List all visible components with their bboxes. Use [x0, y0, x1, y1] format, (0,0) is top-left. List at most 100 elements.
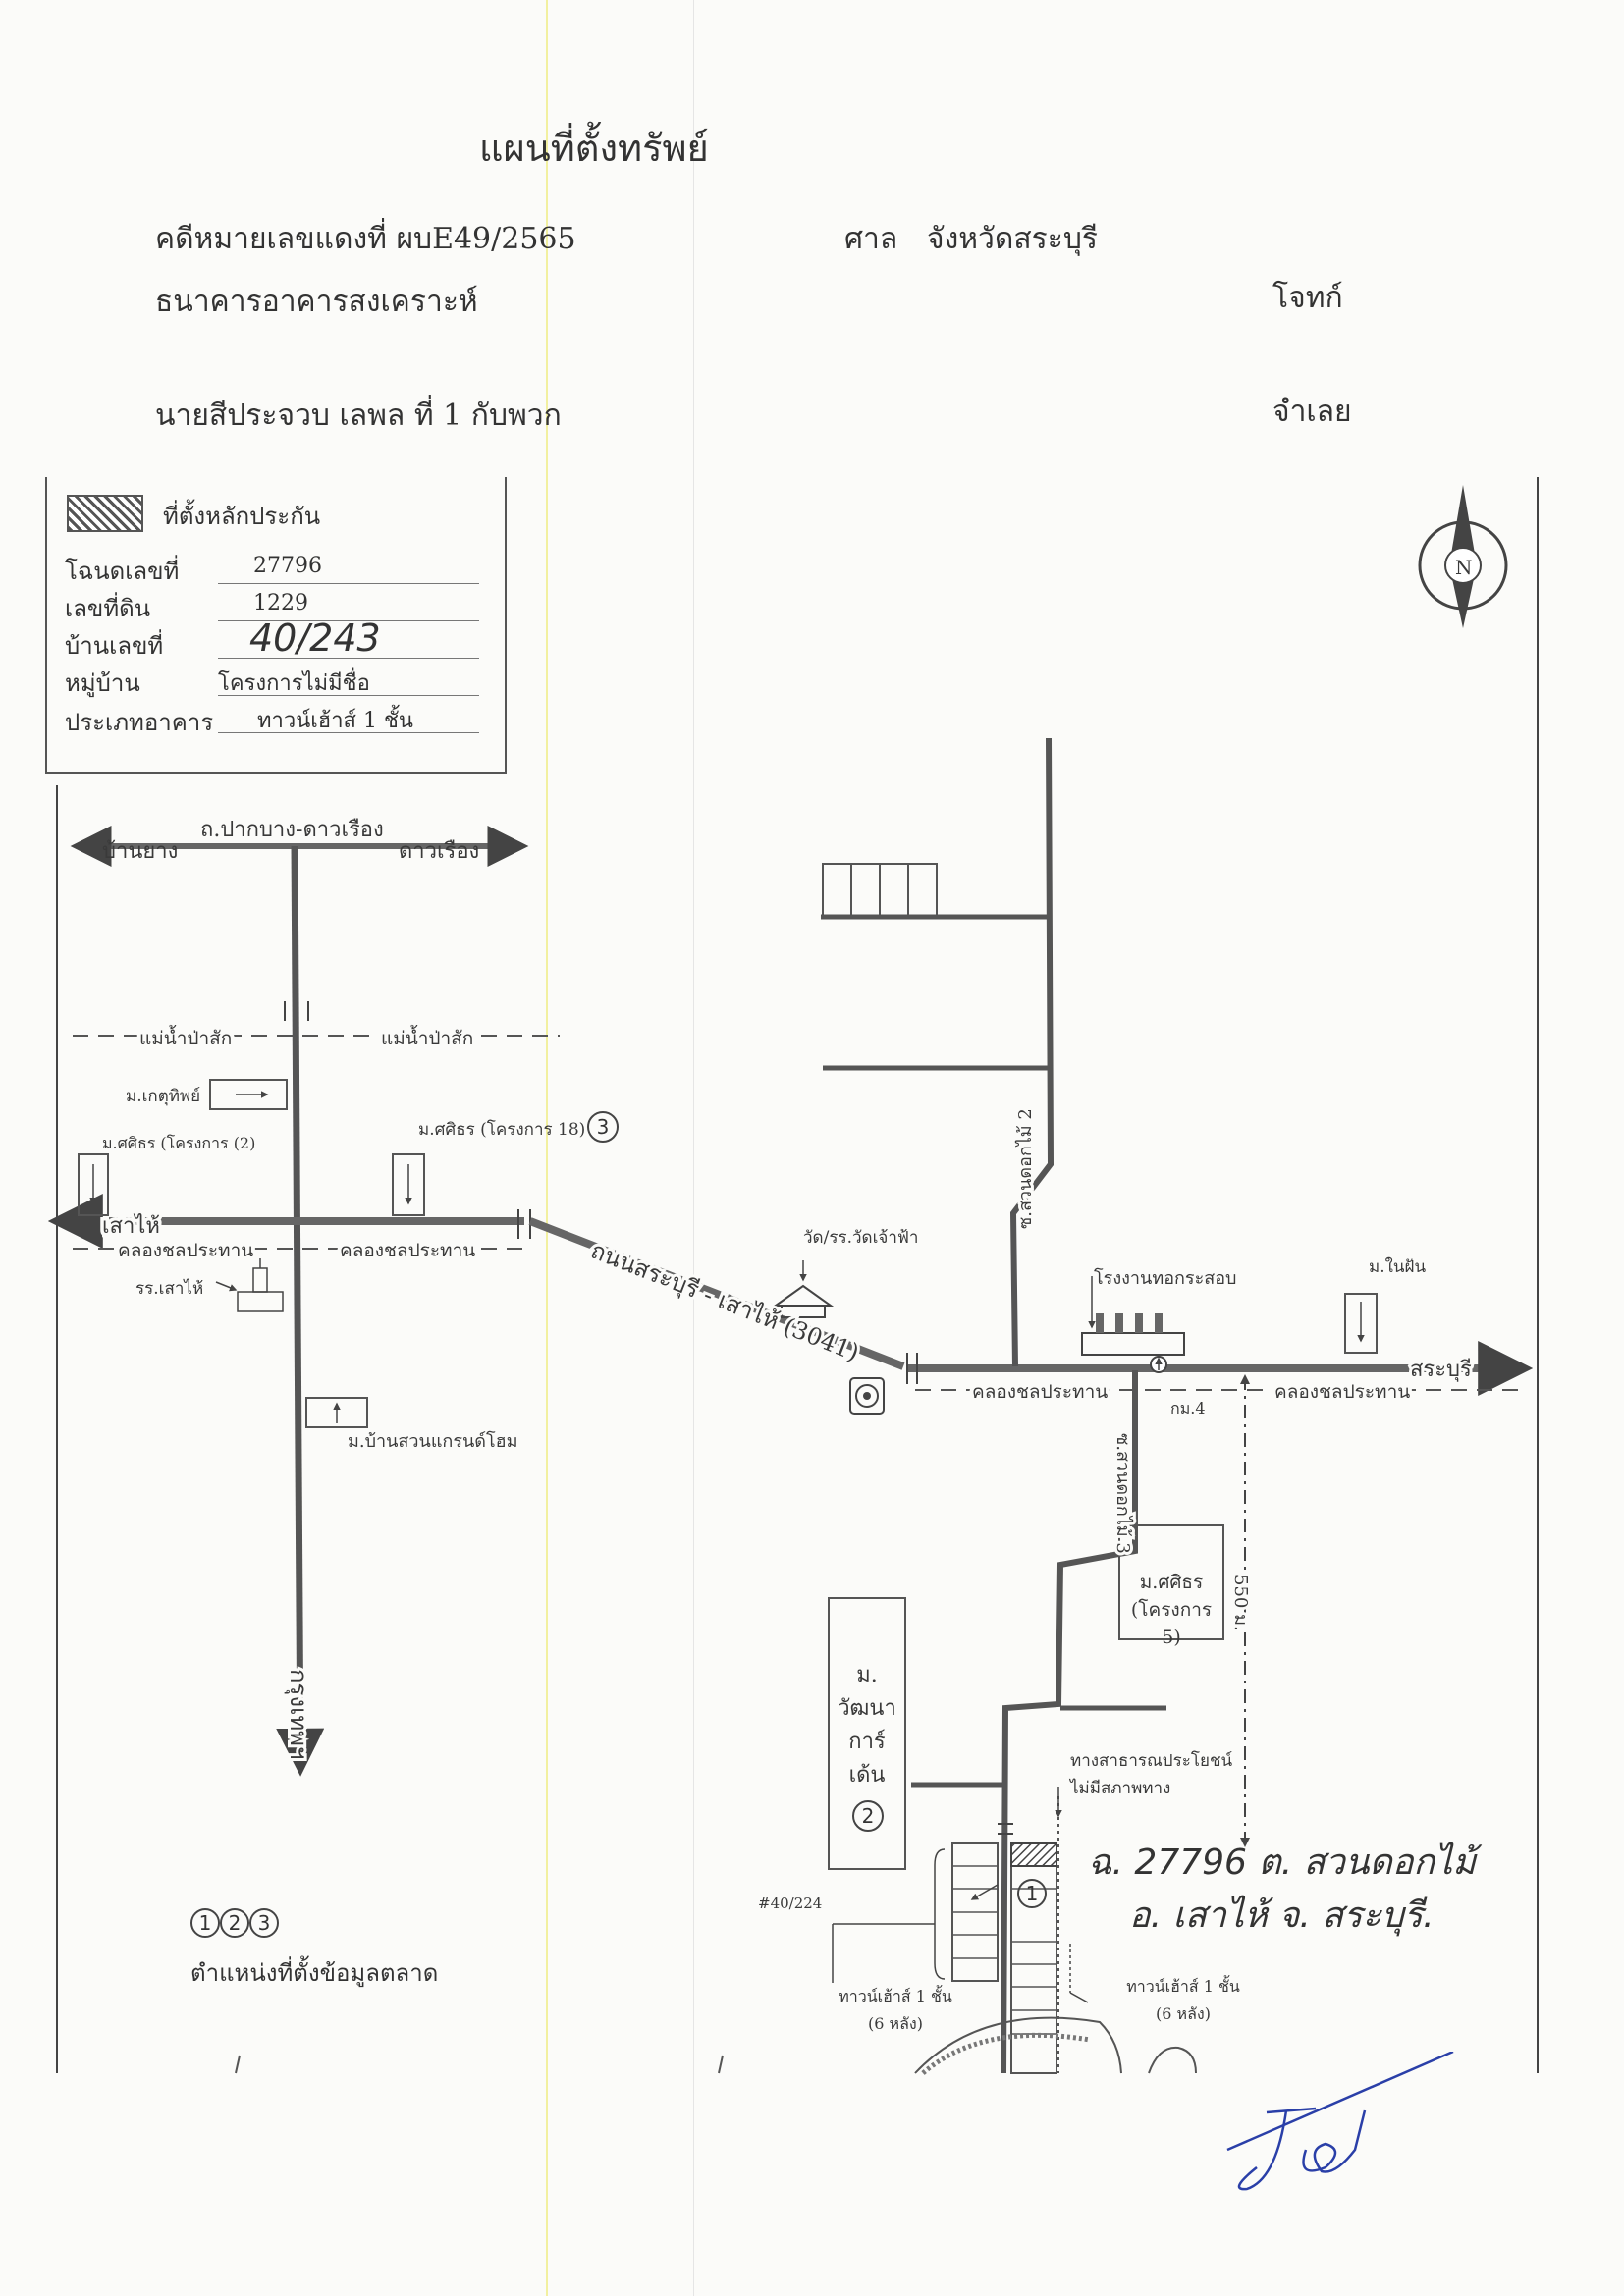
page-title: แผนที่ตั้งทรัพย์	[479, 127, 709, 170]
pointer-line	[1069, 1992, 1089, 2003]
label-m-ketthip: ม.เกตุทิพย์	[126, 1087, 200, 1106]
case-number: คดีหมายเลขแดงที่ ผบE49/2565	[155, 222, 576, 256]
plaintiff-name: ธนาคารอาคารสงเคราะห์	[155, 285, 478, 319]
marker-2-watthana: 2	[852, 1800, 884, 1832]
road-curve	[914, 2016, 1122, 2074]
market-caption: ตำแหน่งที่ตั้งข้อมูลตลาด	[190, 1959, 439, 1987]
legend-box	[45, 477, 507, 774]
road-curve	[921, 2032, 1091, 2075]
m-sasithorn-18-box	[392, 1153, 425, 1216]
label-km4: กม.4	[1170, 1399, 1206, 1417]
label-canal-west-1: คลองชลประทาน	[118, 1240, 253, 1261]
label-soi-3: ซ.สวนดอกไม้ 3	[1112, 1433, 1134, 1554]
marker-1-collateral: 1	[1017, 1879, 1047, 1908]
legend-row-value: ทาวน์เฮ้าส์ 1 ชั้น	[257, 709, 413, 733]
bracket-left	[934, 1848, 946, 1980]
km-marker-icon	[1150, 1356, 1167, 1373]
legend-underline	[218, 658, 479, 659]
plaintiff-role: โจทก์	[1272, 281, 1343, 315]
m-ketthip-box	[209, 1079, 288, 1110]
entry-arrow	[215, 1281, 238, 1292]
legend-row-label: ประเภทอาคาร	[65, 709, 214, 736]
legend-row-value-handwritten: 40/243	[249, 616, 381, 660]
marker-2: 2	[852, 1800, 884, 1832]
townhouse-row-left	[951, 1842, 999, 1982]
label-sao-hai: เสาไห้	[102, 1213, 160, 1239]
court-label: ศาล	[844, 222, 898, 256]
label-factory: โรงงานทอกระสอบ	[1094, 1267, 1236, 1289]
defendant-name: นายสีประจวบ เลพล ที่ 1 กับพวก	[155, 399, 562, 433]
label-soi-2: ซ.สวนดอกไม้ 2	[1014, 1108, 1036, 1229]
label-canal-east-1: คลองชลประทาน	[972, 1381, 1108, 1403]
legend-row-label: โฉนดเลขที่	[65, 558, 180, 585]
north-compass-icon	[1418, 485, 1508, 628]
legend-underline	[218, 732, 479, 733]
m-sasithorn-2-box	[78, 1153, 109, 1216]
label-wat: วัด/รร.วัดเจ้าฟ้า	[803, 1228, 918, 1248]
label-dao-rueang: ดาวเรือง	[399, 839, 479, 864]
m-nai-phan-box	[1344, 1293, 1378, 1354]
road-soi-2	[1009, 737, 1055, 1367]
label-m-nai-phan: ม.ในฝัน	[1369, 1256, 1426, 1277]
label-public-way: ทางสาธารณประโยชน์ ไม่มีสภาพทาง	[1070, 1751, 1233, 1798]
fold-line-yellow	[546, 0, 548, 2296]
legend-underline	[218, 695, 479, 696]
marker-1: 1	[1017, 1879, 1047, 1908]
label-house-no-left: #40/224	[758, 1895, 822, 1912]
label-distance-550: 550 ม.	[1230, 1575, 1251, 1631]
marker-3-sasithorn: 3	[587, 1111, 619, 1143]
marker-3: 3	[587, 1111, 619, 1143]
road-to-bangkok	[276, 845, 325, 1777]
label-pasak-river-left: แม่น้ำป่าสัก	[139, 1025, 232, 1049]
market-marker-3: 3	[249, 1908, 279, 1938]
label-bangkok: กรุงเทพฯ	[284, 1669, 312, 1759]
label-townhouse-left: ทาวน์เฮ้าส์ 1 ชั้น (6 หลัง)	[839, 1987, 952, 2033]
label-road-pakbang: ถ.ปากบาง-ดาวเรือง	[200, 818, 384, 842]
label-ban-yang: บ้านยาง	[102, 839, 178, 864]
legend-row-label: หมู่บ้าน	[65, 669, 140, 697]
compass-letter: N	[1455, 556, 1473, 579]
label-pasak-river-right: แม่น้ำป่าสัก	[381, 1025, 473, 1049]
label-saraburi: สระบุรี	[1410, 1358, 1472, 1382]
defendant-role: จำเลย	[1272, 395, 1352, 429]
cut-mark	[718, 2055, 724, 2074]
legend-row-value: 1229	[253, 591, 308, 615]
handwritten-note-line1: ฉ. 27796 ต. สวนดอกไม้	[1088, 1842, 1477, 1883]
market-markers: 1 2 3	[190, 1908, 279, 1938]
m-sasithorn-5-box	[1118, 1524, 1224, 1640]
collateral-parcel	[1010, 1842, 1057, 1867]
legend-row-label: เลขที่ดิน	[65, 595, 151, 622]
market-marker-2: 2	[220, 1908, 249, 1938]
factory-icon	[1081, 1276, 1185, 1356]
cut-mark	[235, 2055, 241, 2074]
label-canal-west-2: คลองชลประทาน	[340, 1240, 475, 1261]
label-m-sasithorn-2: ม.ศศิธร (โครงการ (2)	[102, 1134, 255, 1152]
legend-title: ที่ตั้งหลักประกัน	[163, 503, 321, 530]
court-name: จังหวัดสระบุรี	[927, 222, 1099, 256]
label-school-sao-hai: รร.เสาไห้	[135, 1278, 203, 1299]
signature	[1226, 2052, 1454, 2191]
temple-icon	[772, 1260, 835, 1318]
legend-underline	[218, 620, 479, 621]
market-marker-1: 1	[190, 1908, 220, 1938]
legend-underline	[218, 583, 479, 584]
handwritten-note-line2: อ. เสาไห้ จ. สระบุรี.	[1129, 1896, 1435, 1936]
legend-row-value: โครงการไม่มีชื่อ	[218, 671, 370, 696]
label-m-watthana: ม. วัฒนา การ์ เด้น	[838, 1663, 896, 1788]
fold-line-grey	[693, 0, 694, 2296]
road-soi-3	[1001, 1370, 1138, 2074]
label-canal-east-2: คลองชลประทาน	[1274, 1381, 1410, 1403]
collateral-hatch-swatch	[67, 495, 143, 532]
road-saraburi-saohai	[528, 1217, 905, 1370]
bank-logo-icon	[849, 1377, 885, 1415]
legend-row-value: 27796	[253, 554, 322, 578]
label-road-saraburi: ถนนสระบุรี - เสาไห้ (3041)	[586, 1237, 862, 1368]
label-m-sasithorn-5: ม.ศศิธร (โครงการ 5)	[1130, 1572, 1213, 1648]
m-watthana-box	[828, 1597, 906, 1870]
label-m-sasithorn-18: ม.ศศิธร (โครงการ 18)	[418, 1119, 585, 1140]
m-ban-suan-box	[305, 1397, 368, 1428]
label-townhouse-right: ทาวน์เฮ้าส์ 1 ชั้น (6 หลัง)	[1126, 1977, 1240, 2023]
legend-row-label: บ้านเลขที่	[65, 632, 164, 660]
school-icon	[237, 1258, 284, 1312]
